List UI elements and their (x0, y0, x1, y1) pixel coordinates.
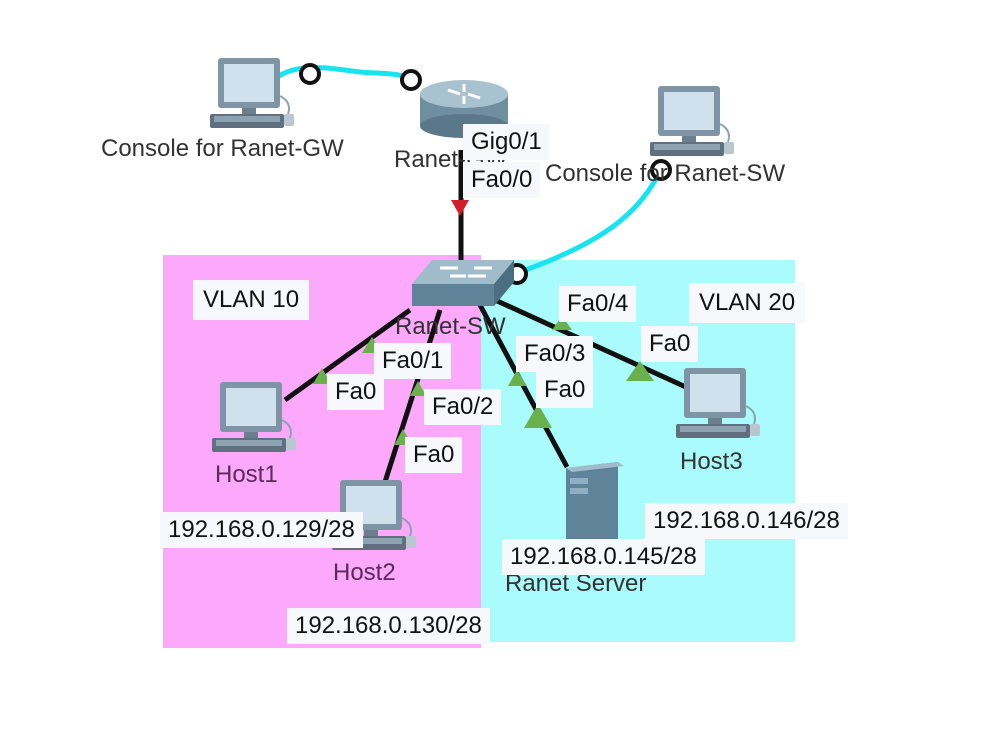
port-label-host1-fa0: Fa0 (327, 374, 385, 410)
console-port-dot (400, 69, 422, 91)
switch-icon[interactable] (410, 258, 516, 310)
port-label-switch-fa0-4: Fa0/4 (559, 286, 637, 322)
console-cable-sw[interactable] (519, 168, 664, 275)
link-up-indicator (524, 404, 552, 428)
port-label-server-fa0: Fa0 (536, 372, 594, 408)
link-up-indicator (552, 316, 572, 330)
port-label-router-gig: Gig0/1 (463, 124, 550, 160)
device-name-ranet-sw: Ranet-SW (395, 313, 506, 340)
link-switch-host1[interactable] (283, 307, 412, 403)
device-name-console-sw: Console for Ranet-SW (545, 160, 786, 187)
port-label-host2-fa0: Fa0 (405, 437, 463, 473)
ip-label-host2: 192.168.0.130/28 (287, 608, 490, 644)
device-name-console-gw: Console for Ranet-GW (101, 135, 344, 162)
port-label-switch-fa0-3: Fa0/3 (516, 336, 594, 372)
link-up-indicator (313, 368, 331, 384)
device-name-host2: Host2 (333, 559, 396, 586)
vlan20-region (481, 260, 795, 642)
console-port-dot (650, 159, 672, 181)
port-label-switch-fa0-2: Fa0/2 (424, 389, 502, 425)
pc-icon[interactable] (674, 366, 760, 442)
ip-label-host3: 192.168.0.146/28 (645, 503, 848, 539)
link-switch-host2[interactable] (381, 309, 443, 486)
port-label-switch-fa0-1: Fa0/1 (374, 343, 452, 379)
console-cable-gw[interactable] (274, 65, 414, 83)
device-name-server: Ranet Server (505, 570, 647, 597)
ip-label-host1: 192.168.0.129/28 (160, 512, 363, 548)
vlan20-label: VLAN 20 (689, 283, 806, 323)
vlan10-label: VLAN 10 (193, 280, 310, 320)
link-up-indicator (508, 370, 527, 386)
pc-icon[interactable] (208, 56, 294, 132)
ip-label-server: 192.168.0.145/28 (502, 539, 705, 575)
port-label-switch-uplink: Fa0/0 (463, 162, 541, 198)
pc-icon[interactable] (210, 380, 296, 456)
router-icon[interactable] (418, 74, 510, 138)
link-down-indicator (451, 200, 469, 216)
console-port-dot (299, 63, 321, 85)
port-label-host3-fa0: Fa0 (641, 326, 699, 362)
pc-icon[interactable] (648, 84, 734, 160)
link-up-indicator (626, 361, 654, 381)
device-name-host3: Host3 (680, 448, 743, 475)
device-name-host1: Host1 (215, 461, 278, 488)
link-up-indicator (410, 381, 426, 396)
